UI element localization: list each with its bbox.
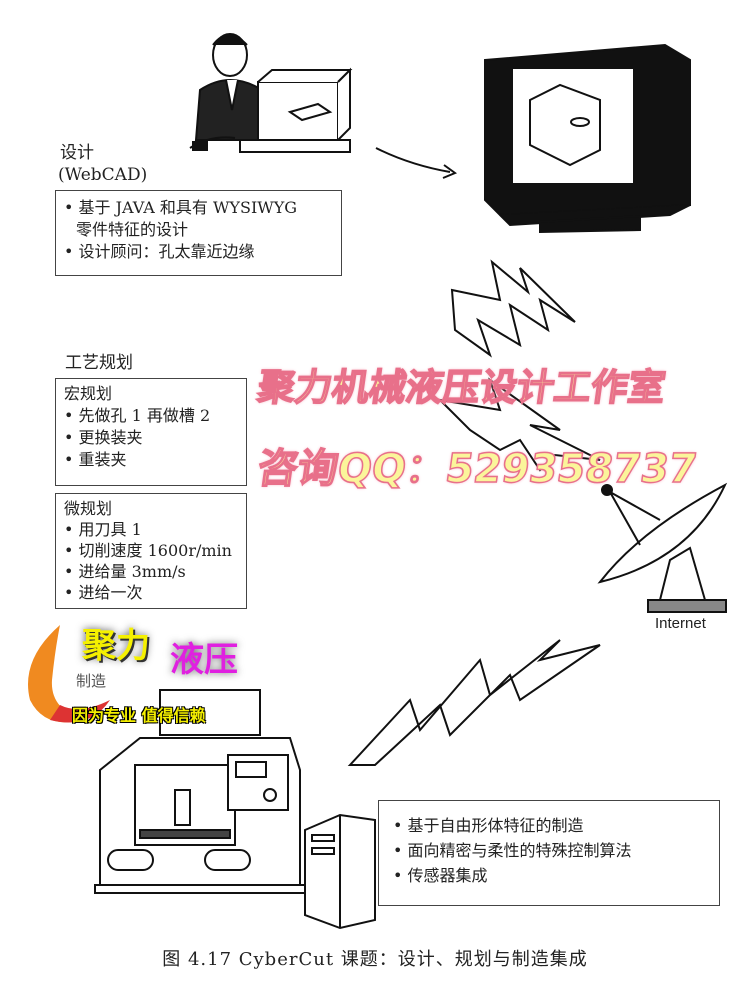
internet-label: Internet (655, 615, 706, 632)
micro-item: • 切削速度 1600r/min (64, 541, 232, 560)
logo-slogan: 因为专业 值得信赖 (72, 706, 206, 725)
design-bullet: 零件特征的设计 (76, 220, 189, 239)
design-features-box: • 基于 JAVA 和具有 WYSIWYG 零件特征的设计 • 设计顾问：孔太靠… (55, 190, 342, 276)
designer-illustration (189, 33, 353, 153)
design-title: 设计 (60, 143, 94, 163)
logo-brand-b: 液压 (170, 640, 238, 680)
manufacturing-bullet: • 面向精密与柔性的特殊控制算法 (393, 841, 632, 860)
cnc-machine-illustration (94, 689, 311, 894)
logo-flame-icon (28, 625, 110, 723)
macro-planning-title: 宏规划 (64, 384, 113, 403)
micro-item: • 用刀具 1 (64, 520, 142, 539)
micro-planning-box: 微规划 • 用刀具 1 • 切削速度 1600r/min • 进给量 3mm/s… (55, 493, 247, 609)
macro-planning-box: 宏规划 • 先做孔 1 再做槽 2 • 更换装夹 • 重装夹 (55, 378, 247, 486)
micro-planning-title: 微规划 (64, 499, 113, 518)
watermark-line2: 咨询QQ：529358737 (254, 445, 700, 493)
manufacturing-bullet: • 传感器集成 (393, 866, 488, 885)
tower-computer-illustration (304, 813, 376, 930)
lightning-bolt-lower (347, 639, 601, 766)
lightning-bolt-upper (450, 259, 576, 358)
logo-brand-a: 聚力 (82, 626, 150, 666)
monitor-illustration (484, 43, 691, 234)
micro-item: • 进给一次 (64, 583, 143, 602)
manufacturing-features-box: • 基于自由形体特征的制造 • 面向精密与柔性的特殊控制算法 • 传感器集成 (378, 800, 720, 906)
manufacturing-title: 制造 (76, 672, 107, 690)
design-bullet: • 基于 JAVA 和具有 WYSIWYG (64, 198, 298, 217)
planning-title: 工艺规划 (65, 353, 133, 373)
figure-caption: 图 4.17 CyberCut 课题：设计、规划与制造集成 (162, 949, 588, 970)
macro-item: • 先做孔 1 再做槽 2 (64, 406, 211, 425)
watermark-line1: 聚力机械液压设计工作室 (254, 365, 669, 410)
lightning-bolt-middle (437, 377, 601, 472)
micro-item: • 进给量 3mm/s (64, 562, 186, 581)
satellite-dish-illustration (597, 482, 728, 613)
macro-item: • 更换装夹 (64, 428, 143, 447)
design-subtitle: (WebCAD) (58, 165, 148, 185)
design-bullet: • 设计顾问：孔太靠近边缘 (64, 242, 255, 261)
macro-item: • 重装夹 (64, 450, 127, 469)
flow-arrow (375, 147, 451, 173)
manufacturing-bullet: • 基于自由形体特征的制造 (393, 816, 584, 835)
